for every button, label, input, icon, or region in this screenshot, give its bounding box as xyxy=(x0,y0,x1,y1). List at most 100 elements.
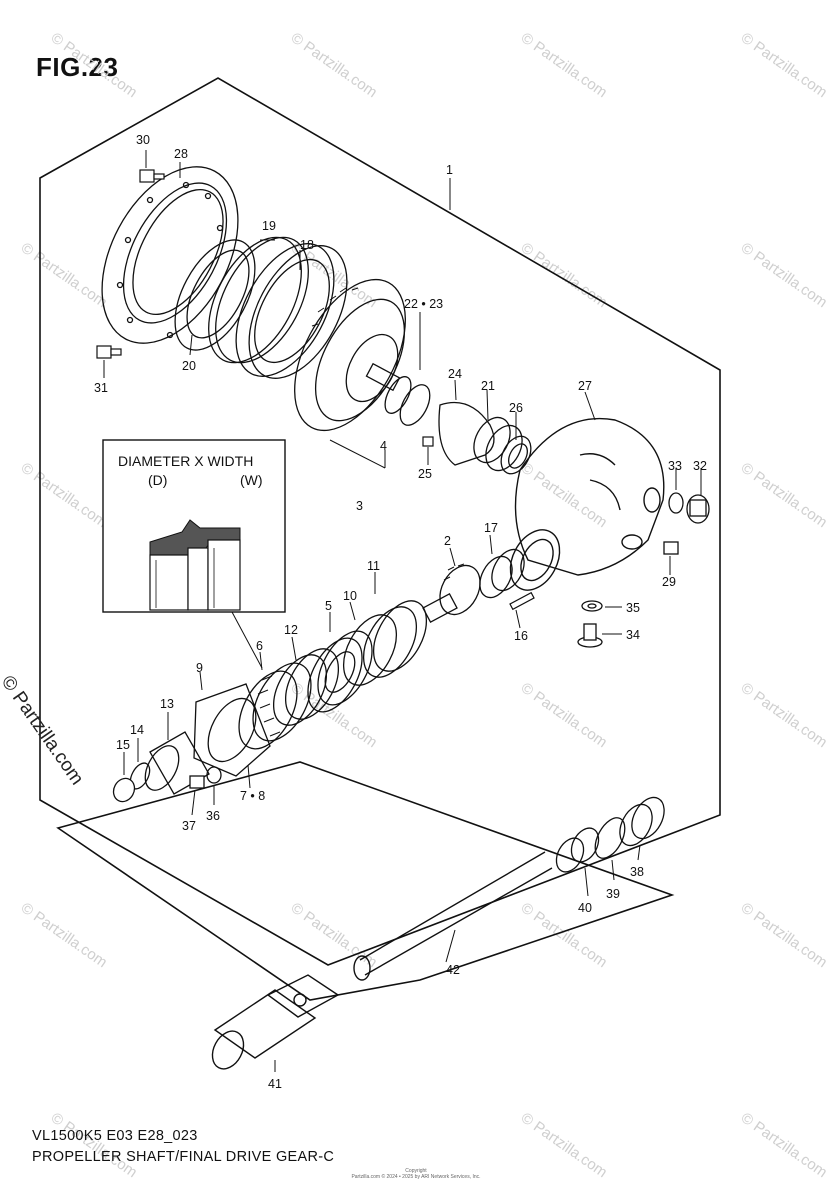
part-6-bearing xyxy=(238,662,312,750)
part-39-washer xyxy=(594,817,626,859)
callout-24: 24 xyxy=(448,367,462,381)
watermark-text: © Partzilla.com xyxy=(518,679,611,751)
part-31-bolt xyxy=(96,345,122,359)
part-29-drain-plug xyxy=(663,541,679,555)
watermark-text: © Partzilla.com xyxy=(738,1109,828,1181)
watermark-text: © Partzilla.com xyxy=(738,29,828,101)
part-27-gear-case xyxy=(509,417,665,591)
watermark-text: © Partzilla.com xyxy=(18,239,111,311)
part-4-shim xyxy=(384,376,431,426)
leader-lines xyxy=(103,150,702,1072)
part-16-stud xyxy=(509,591,535,611)
assembly-boundary xyxy=(39,77,721,966)
callout-28: 28 xyxy=(174,147,188,161)
part-33-gasket xyxy=(668,492,684,514)
callout-30: 30 xyxy=(136,133,150,147)
part-15-nut xyxy=(112,777,136,803)
callout-11: 11 xyxy=(367,559,380,573)
part-28-cover-flange xyxy=(101,166,239,344)
part-17-bearing xyxy=(479,548,525,599)
part-2-drive-pinion xyxy=(422,563,481,623)
callout-21: 21 xyxy=(481,379,495,393)
inset-w-label: (W) xyxy=(240,472,263,488)
inset-label: DIAMETER X WIDTH xyxy=(118,453,253,469)
shaft-group-boundary xyxy=(56,761,675,1001)
copyright-line-2: Partzilla.com © 2024 • 2025 by ARI Netwo… xyxy=(351,1174,481,1180)
figure-title: FIG.23 xyxy=(36,52,119,82)
part-36-washer xyxy=(206,766,222,784)
part-41-universal-joint xyxy=(211,974,340,1070)
callout-6: 6 xyxy=(256,639,263,653)
part-19-shim xyxy=(208,236,309,364)
watermark-text: © Partzilla.com xyxy=(518,29,611,101)
callout-10: 10 xyxy=(343,589,357,603)
callout-35: 35 xyxy=(626,601,640,615)
callout-39: 39 xyxy=(606,887,620,901)
callout-15: 15 xyxy=(116,738,130,752)
part-37-nut xyxy=(189,775,205,789)
part-20-oil-seal xyxy=(174,239,256,351)
callout-25: 25 xyxy=(418,467,432,481)
callout-18: 18 xyxy=(300,238,314,252)
watermark-text: © Partzilla.com xyxy=(288,29,381,101)
watermark-text: © Partzilla.com xyxy=(18,459,111,531)
callout-31: 31 xyxy=(94,381,108,395)
part-25-bolt xyxy=(422,436,434,447)
watermark-text: © Partzilla.com xyxy=(288,899,381,971)
callout-27: 27 xyxy=(578,379,592,393)
part-42-propeller-shaft xyxy=(353,851,553,981)
copyright-line-1: Copyright xyxy=(405,1168,427,1174)
part-12-spacer xyxy=(272,648,340,726)
diagram-caption: PROPELLER SHAFT/FINAL DRIVE GEAR-C xyxy=(32,1149,335,1165)
callout-2: 2 xyxy=(444,534,451,548)
part-10-shim xyxy=(342,614,398,686)
watermark-text: © Partzilla.com xyxy=(738,899,828,971)
callout-3: 3 xyxy=(356,499,363,513)
watermark-text: © Partzilla.com xyxy=(518,899,611,971)
watermark-text: © Partzilla.com xyxy=(518,239,611,311)
callout-16: 16 xyxy=(514,629,528,643)
inset-d-label: (D) xyxy=(148,472,167,488)
callout-34: 34 xyxy=(626,628,640,642)
callout-labels: 1 2 3 4 5 6 7 • 8 9 10 11 12 13 14 15 16… xyxy=(94,133,707,1091)
callout-20: 20 xyxy=(182,359,196,373)
watermark-text: © Partzilla.com xyxy=(518,459,611,531)
part-21-bearing xyxy=(473,416,523,472)
callout-32: 32 xyxy=(693,459,707,473)
watermark-text: © Partzilla.com xyxy=(48,1109,141,1181)
part-3-ring-gear xyxy=(294,278,406,432)
copyright-note: Copyright Partzilla.com © 2024 • 2025 by… xyxy=(346,1168,486,1180)
callout-9: 9 xyxy=(196,661,203,675)
callout-12: 12 xyxy=(284,623,298,637)
watermark-text: © Partzilla.com xyxy=(738,459,828,531)
callout-7-8: 7 • 8 xyxy=(240,789,265,803)
part-13-sleeve xyxy=(144,731,210,795)
callout-4: 4 xyxy=(380,439,387,453)
callout-5: 5 xyxy=(325,599,332,613)
watermark-text: © Partzilla.com xyxy=(18,899,111,971)
part-24-retainer xyxy=(438,401,495,466)
watermark-text: © Partzilla.com xyxy=(738,239,828,311)
callout-1: 1 xyxy=(446,163,453,177)
callout-40: 40 xyxy=(578,901,592,915)
part-11-shim xyxy=(362,600,428,678)
callout-22-23: 22 • 23 xyxy=(404,297,443,311)
part-18-bearing xyxy=(235,243,348,379)
part-34-bolt xyxy=(577,623,603,648)
part-30-bolt xyxy=(139,169,165,183)
part-35-washer xyxy=(581,600,603,612)
callout-14: 14 xyxy=(130,723,144,737)
callout-36: 36 xyxy=(206,809,220,823)
callout-42: 42 xyxy=(446,963,460,977)
watermark-text: © Partzilla.com xyxy=(738,679,828,751)
callout-41: 41 xyxy=(268,1077,282,1091)
callout-26: 26 xyxy=(509,401,523,415)
callout-33: 33 xyxy=(668,459,682,473)
dimension-inset: DIAMETER X WIDTH (D) (W) xyxy=(102,439,286,669)
part-38-boot xyxy=(619,796,665,847)
watermark-text: © Partzilla.com xyxy=(48,29,141,101)
part-32-filler-cap xyxy=(686,494,710,524)
part-9-retainer-plate xyxy=(193,683,271,777)
callout-37: 37 xyxy=(182,819,196,833)
